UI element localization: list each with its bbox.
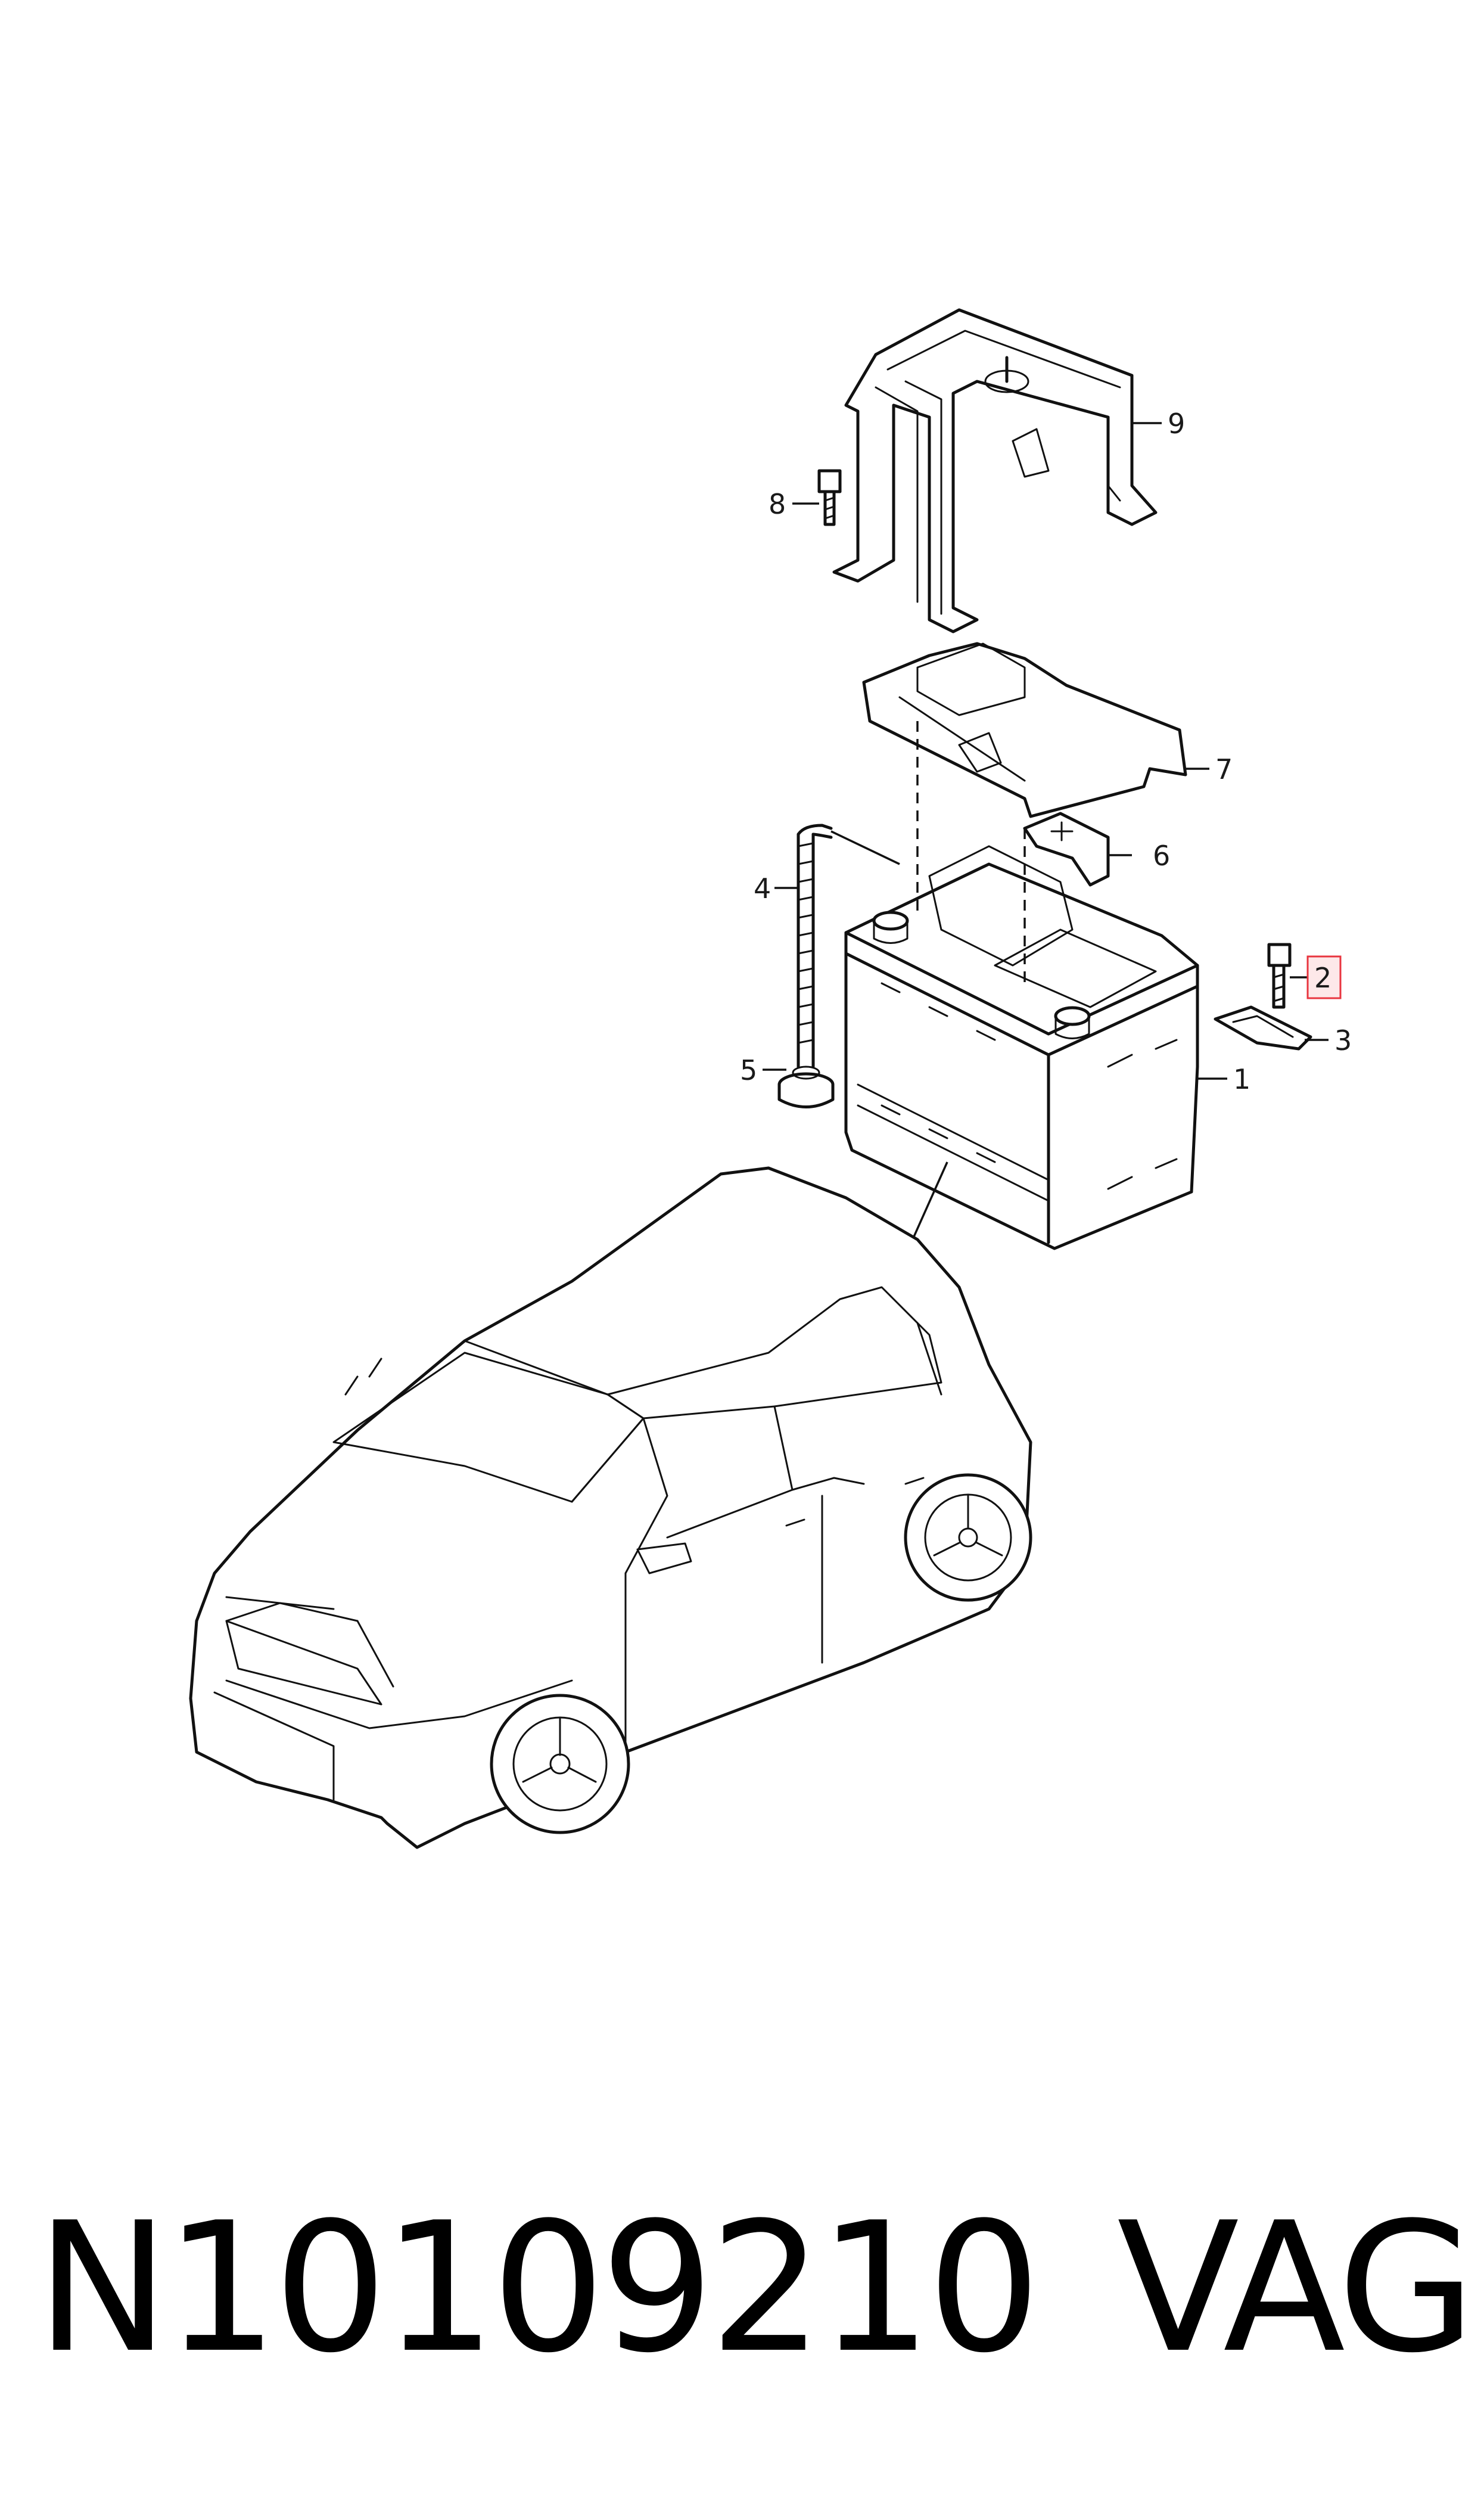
svg-text:5: 5 bbox=[740, 1054, 757, 1086]
part-5-grommet bbox=[777, 1066, 835, 1108]
callout-5: 5 bbox=[740, 1054, 786, 1086]
assembly-lines bbox=[916, 721, 1026, 989]
svg-text:4: 4 bbox=[754, 872, 771, 905]
part-7-cover bbox=[862, 642, 1187, 818]
brand-label: VAG bbox=[1117, 2184, 1476, 2392]
part-number: N10109210 bbox=[36, 2184, 1041, 2392]
callout-8: 8 bbox=[769, 488, 819, 520]
part-2-bolt bbox=[1267, 943, 1292, 1009]
svg-text:2: 2 bbox=[1314, 962, 1331, 994]
callout-1: 1 bbox=[1197, 1063, 1250, 1095]
part-6-terminal-cap bbox=[1023, 812, 1110, 887]
callout-6: 6 bbox=[1108, 840, 1170, 872]
svg-text:8: 8 bbox=[769, 488, 786, 520]
callout-9: 9 bbox=[1132, 408, 1185, 440]
part-9-bracket bbox=[832, 308, 1158, 633]
part-3-clamp bbox=[1214, 1005, 1312, 1051]
svg-text:6: 6 bbox=[1153, 840, 1170, 872]
svg-text:1: 1 bbox=[1233, 1063, 1250, 1095]
callout-2: 2 bbox=[1290, 955, 1342, 999]
car-illustration bbox=[189, 1166, 1032, 1849]
svg-text:9: 9 bbox=[1168, 408, 1185, 440]
part-8-bolt bbox=[817, 469, 842, 526]
part-1-battery bbox=[844, 845, 1199, 1250]
footer: N10109210 VAG bbox=[36, 2184, 1476, 2392]
callout-4: 4 bbox=[754, 872, 798, 905]
callout-3: 3 bbox=[1305, 1024, 1352, 1057]
svg-text:3: 3 bbox=[1334, 1024, 1352, 1057]
callout-7: 7 bbox=[1186, 753, 1233, 785]
part-4-vent-hose bbox=[797, 824, 900, 1069]
svg-text:7: 7 bbox=[1215, 753, 1233, 785]
